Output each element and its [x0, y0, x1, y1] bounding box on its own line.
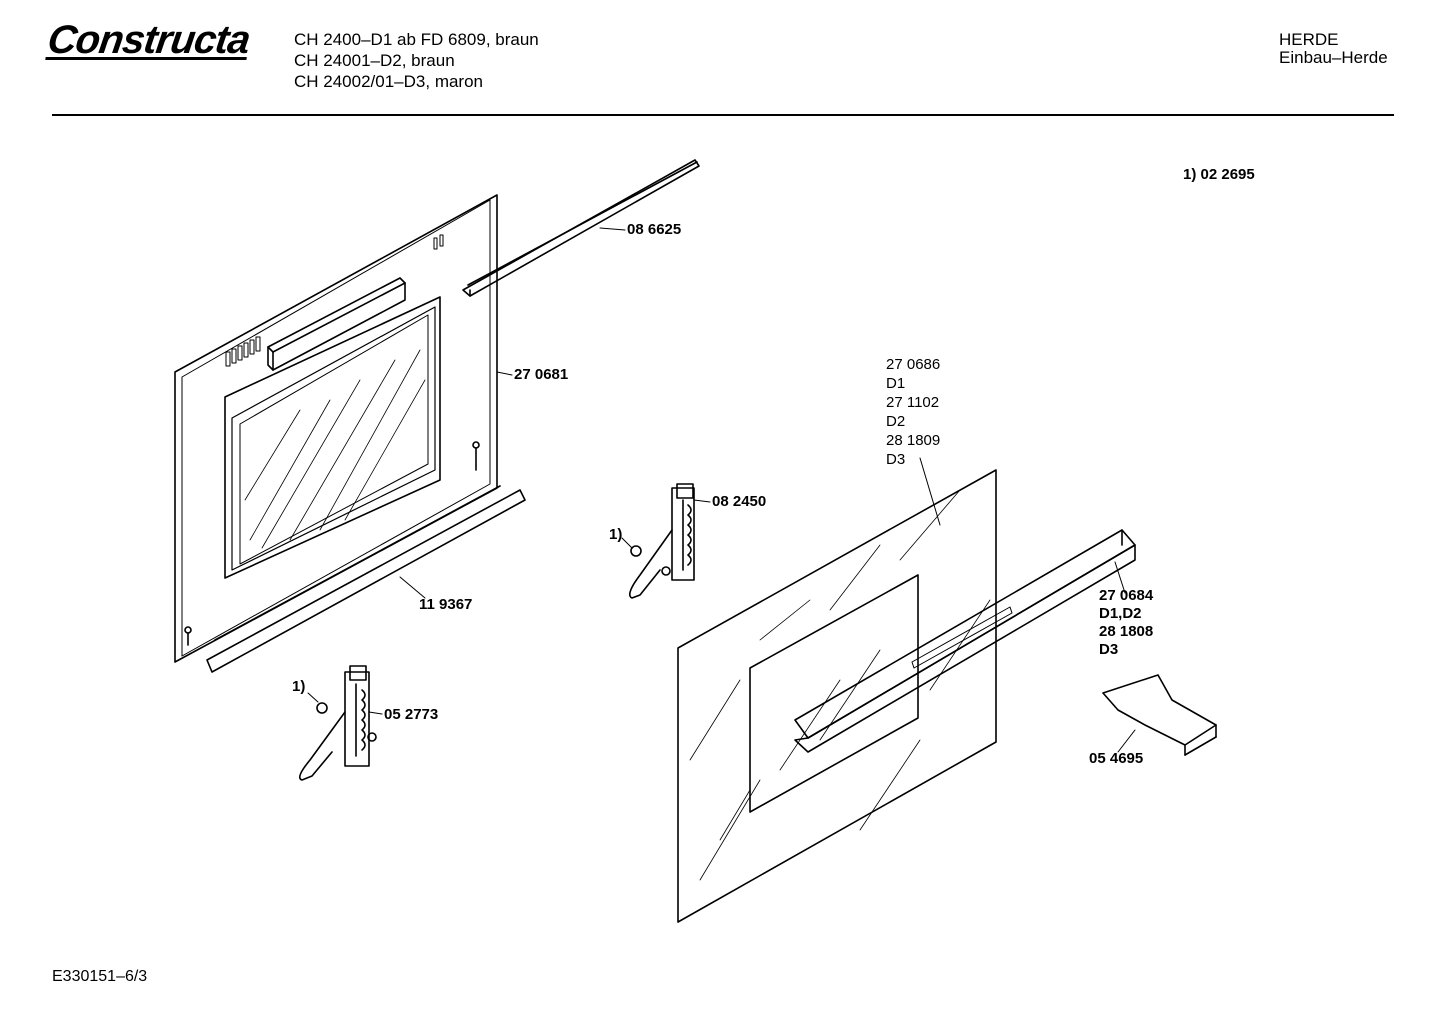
variant-line: 27 0686 — [886, 356, 941, 373]
part-082450-label: 08 2450 — [712, 493, 767, 510]
footnote-label: 1) 02 2695 — [1183, 166, 1255, 183]
variant-line: 28 1809 — [886, 432, 941, 449]
leader-lines — [307, 227, 1136, 753]
category-line: HERDE — [1279, 30, 1339, 49]
variant-line: 28 1808 — [1099, 623, 1154, 640]
hinge-upper — [629, 483, 695, 599]
footnote-marker: 1) — [609, 526, 623, 543]
variant-line: D1,D2 — [1099, 605, 1142, 622]
outer-glass-panel — [677, 469, 997, 923]
model-list: CH 2400–D1 ab FD 6809, braun CH 24001–D2… — [294, 29, 539, 92]
part-054695-label: 05 4695 — [1089, 750, 1144, 767]
door-handle — [794, 529, 1136, 753]
category-line: Einbau–Herde — [1279, 48, 1388, 67]
part-119367-label: 11 9367 — [419, 596, 473, 613]
handle-variant-list: 27 0684 D1,D2 28 1808 D3 — [1099, 587, 1153, 659]
variant-line: D3 — [886, 451, 906, 468]
model-line: CH 2400–D1 ab FD 6809, braun — [294, 30, 539, 49]
hinge-lower — [299, 665, 377, 781]
glass-variant-list: 27 0686 D1 27 1102 D2 28 1809 D3 — [886, 355, 940, 469]
model-line: CH 24002/01–D3, maron — [294, 72, 484, 91]
variant-line: D3 — [1099, 641, 1119, 658]
top-trim-strip — [462, 159, 700, 297]
variant-line: D2 — [886, 413, 906, 430]
part-052773-label: 05 2773 — [384, 706, 439, 723]
footnote-marker: 1) — [292, 678, 306, 695]
model-line: CH 24001–D2, braun — [294, 51, 455, 70]
inner-door-frame — [174, 194, 526, 673]
variant-line: 27 1102 — [886, 394, 940, 411]
variant-line: D1 — [886, 375, 906, 392]
document-code: E330151–6/3 — [52, 968, 148, 985]
part-270681-label: 27 0681 — [514, 366, 569, 383]
part-086625-label: 08 6625 — [627, 221, 682, 238]
header-divider — [52, 114, 1394, 116]
variant-line: 27 0684 — [1099, 587, 1154, 604]
handle-bracket — [1102, 674, 1217, 756]
category-label: HERDE Einbau–Herde — [1279, 31, 1388, 67]
